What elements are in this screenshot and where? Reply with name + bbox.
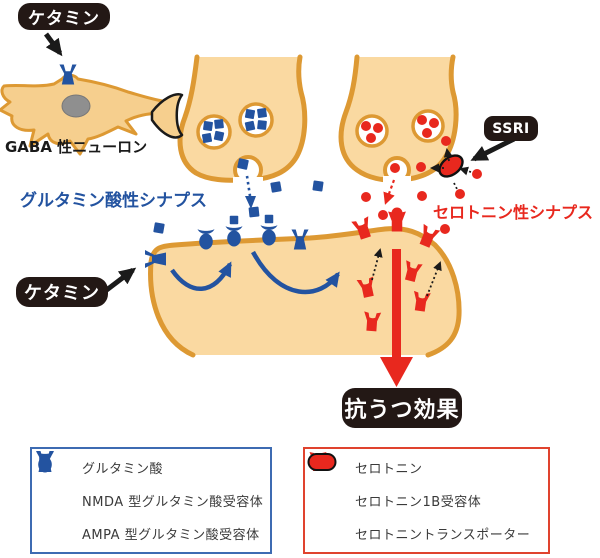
glutamate-square-icon <box>229 215 239 225</box>
ssri-arrow <box>470 136 516 162</box>
signal-arrow-left <box>170 261 233 291</box>
serotonin-synapse-label: セロトニン性シナプス <box>433 203 594 222</box>
legend-item-label: セロトニン1B受容体 <box>355 495 482 510</box>
serotonin-in-vesicles <box>361 115 439 143</box>
glutamate-presynaptic-terminal <box>177 54 308 190</box>
vesicle <box>196 114 232 150</box>
signal-arrow-right <box>251 250 340 295</box>
legend-item: NMDA 型グルタミン酸受容体 <box>36 451 270 515</box>
nucleus <box>61 94 91 118</box>
legend-item-label: AMPA 型グルタミン酸受容体 <box>82 528 260 543</box>
ssri-label: SSRI <box>484 116 538 141</box>
legend-item: セロトニン1B受容体 <box>309 452 548 515</box>
synapse-diagram-canvas <box>0 32 516 387</box>
legend-item: セロトニン <box>312 454 548 482</box>
ketamine-label-left: ケタミン <box>16 277 108 307</box>
glutamate-square-icon <box>264 214 274 224</box>
serotonin-transporter-icon <box>438 154 464 178</box>
glutamate-release-arrowhead <box>245 196 256 209</box>
antidepressant-effect-arrow <box>380 249 413 387</box>
ketamine-top-arrow <box>43 32 63 57</box>
gaba-neuron-label: GABA 性ニューロン <box>5 138 148 156</box>
glutamate-legend-box: グルタミン酸 NMDA 型グルタミン酸受容体 AMPA 型グルタミン酸受容体 <box>30 447 272 554</box>
legend-item-label: グルタミン酸 <box>82 462 164 477</box>
vesicle <box>238 102 274 138</box>
gaba-axon-bouton <box>150 93 184 139</box>
serotonin-legend-box: セロトニン セロトニン1B受容体 セロトニントランスポーター <box>303 447 550 554</box>
serotonin-release-arrow <box>383 179 396 205</box>
glutamate-synapse-label: グルタミン酸性シナプス <box>20 191 207 211</box>
serotonin-presynaptic-terminal <box>338 54 459 189</box>
ketamine-label-top: ケタミン <box>18 3 110 30</box>
ketamine-left-arrow <box>102 267 137 294</box>
gaba-neuron <box>0 64 175 156</box>
legend-item: セロトニントランスポーター <box>307 453 548 548</box>
legend-item: AMPA 型グルタミン酸受容体 <box>36 452 270 548</box>
antidepressant-effect-label: 抗うつ効果 <box>342 388 462 428</box>
serotonin-dots <box>361 136 482 234</box>
receptor-trafficking-arrows <box>371 248 442 297</box>
legend-item: グルタミン酸 <box>39 454 270 482</box>
legend-item-label: NMDA 型グルタミン酸受容体 <box>82 495 264 510</box>
legend-item-label: セロトニントランスポーター <box>355 528 531 543</box>
legend-item-label: セロトニン <box>355 462 423 477</box>
reuptake-arrows <box>430 148 472 194</box>
